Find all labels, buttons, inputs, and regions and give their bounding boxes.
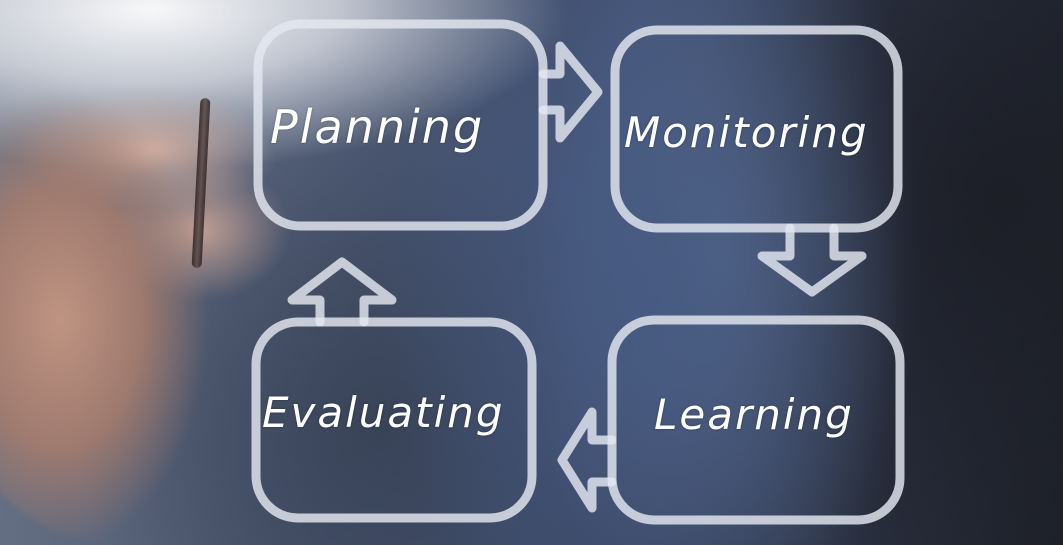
arrow-planning-to-monitoring <box>538 41 603 143</box>
monitoring-box <box>610 25 903 233</box>
node-label-evaluating: Evaluating <box>262 388 505 437</box>
node-label-learning: Learning <box>654 390 854 439</box>
arrow-learning-to-evaluating <box>557 407 617 513</box>
arrow-evaluating-to-planning <box>287 257 397 327</box>
arrow-monitoring-to-learning <box>757 223 867 297</box>
learning-box <box>607 315 905 525</box>
hand-background <box>0 60 300 540</box>
node-label-planning: Planning <box>270 100 485 154</box>
planning-box <box>253 19 548 231</box>
node-label-monitoring: Monitoring <box>624 108 869 157</box>
evaluating-box <box>251 317 537 523</box>
